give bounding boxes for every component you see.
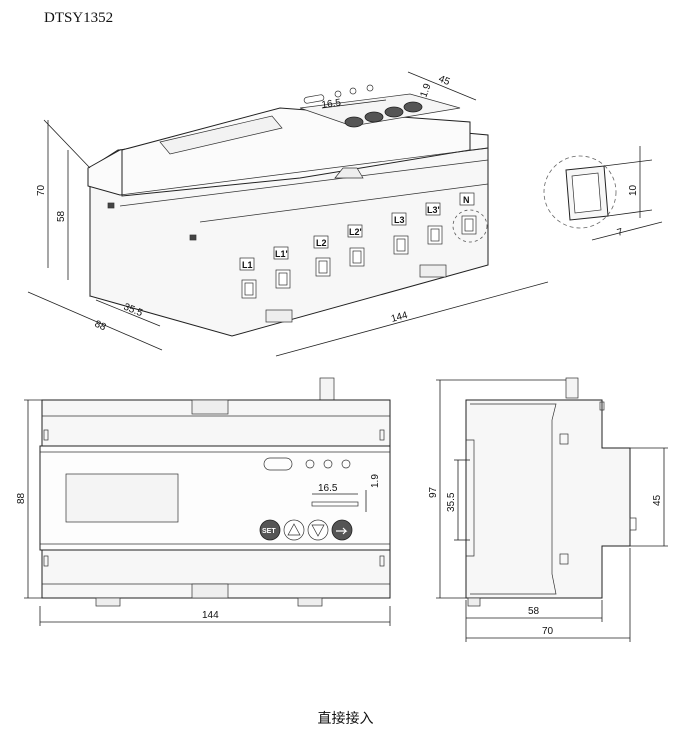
terminal-label-l3p: L3'	[427, 205, 440, 215]
terminal-label-l2p: L2'	[349, 227, 362, 237]
model-number: DTSY1352	[44, 10, 114, 26]
dim-iso-height-total: 70	[36, 184, 47, 196]
dim-side-rail: 35.5	[446, 492, 457, 512]
terminal-label-l2: L2	[316, 238, 327, 248]
dim-front-button-gap: 1.9	[370, 474, 381, 488]
terminal-label-l1p: L1'	[275, 249, 288, 259]
dim-iso-button-pitch: 16.5	[321, 97, 342, 111]
terminal-label-l3: L3	[394, 215, 405, 225]
terminal-holes	[241, 215, 477, 299]
drawing-caption: 直接接入	[317, 711, 374, 727]
down-arrow-icon	[307, 519, 329, 541]
dim-iso-button-gap: 1.9	[418, 82, 433, 99]
dim-side-top-depth: 45	[652, 494, 663, 506]
terminal-label-n: N	[463, 195, 470, 205]
dim-iso-height-body: 58	[56, 210, 67, 222]
set-button-label: SET	[262, 528, 276, 535]
dim-front-button-pitch: 16.5	[318, 483, 338, 494]
side-view: 97 35.5 45 58 70	[428, 377, 668, 642]
terminal-detail-view: 10 7	[543, 146, 663, 241]
up-arrow-icon	[283, 519, 305, 541]
dim-side-depth-body: 58	[528, 606, 540, 617]
dim-detail-hole-w: 7	[616, 227, 625, 239]
dim-front-height: 88	[16, 492, 27, 504]
dim-iso-width: 144	[390, 310, 409, 325]
dim-iso-top-depth: 45	[437, 74, 452, 89]
dim-side-height: 97	[428, 486, 439, 498]
dim-iso-depth: 88	[93, 319, 108, 334]
dim-front-width: 144	[202, 610, 219, 621]
dim-detail-hole-h: 10	[628, 184, 639, 196]
dim-side-depth-total: 70	[542, 626, 554, 637]
set-button	[259, 519, 281, 541]
enter-icon	[331, 519, 353, 541]
isometric-view: L1 L1' L2 L2' L3 L3' N	[27, 71, 549, 357]
terminal-labels: L1 L1' L2 L2' L3 L3' N	[239, 192, 475, 271]
terminal-label-l1: L1	[242, 260, 253, 270]
front-view: SET 16.5 1.9 88 144	[16, 377, 391, 626]
